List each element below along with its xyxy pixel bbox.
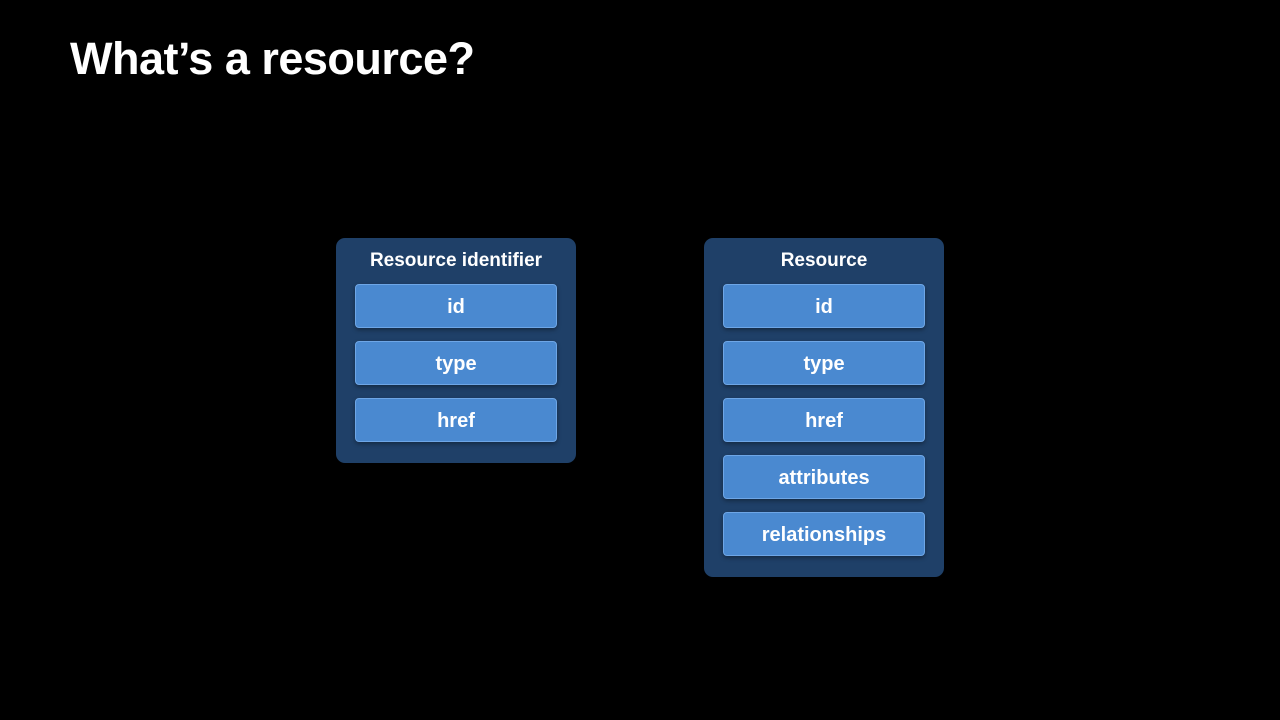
resource-identifier-card-title: Resource identifier	[369, 250, 543, 271]
resource-card: Resource id type href attributes relatio…	[704, 238, 944, 577]
resource-field-relationships: relationships	[723, 512, 925, 556]
resource-card-title: Resource	[780, 250, 868, 271]
resource-field-href: href	[723, 398, 925, 442]
slide-title: What’s a resource?	[70, 33, 475, 84]
resource-identifier-field-href: href	[355, 398, 557, 442]
resource-identifier-card: Resource identifier id type href	[336, 238, 576, 463]
resource-field-type: type	[723, 341, 925, 385]
resource-field-id: id	[723, 284, 925, 328]
resource-field-attributes: attributes	[723, 455, 925, 499]
resource-identifier-field-id: id	[355, 284, 557, 328]
resource-identifier-field-type: type	[355, 341, 557, 385]
